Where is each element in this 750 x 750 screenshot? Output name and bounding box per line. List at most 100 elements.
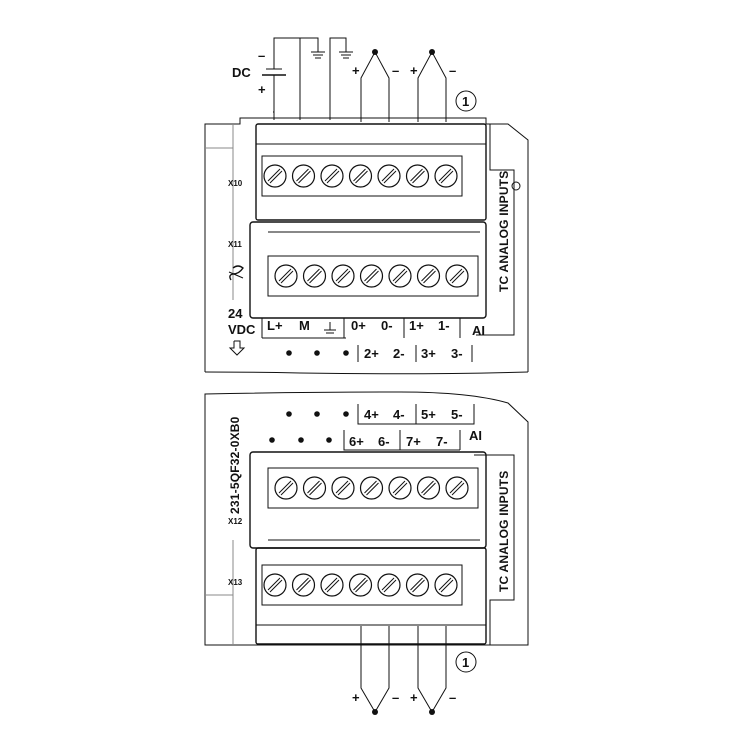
terminal-block-x12 xyxy=(267,467,479,509)
screw-slot xyxy=(366,270,379,284)
terminal-label-x10: X10 xyxy=(228,179,243,188)
screw-x11-7 xyxy=(445,264,469,288)
screw-slot xyxy=(267,577,281,591)
screw-x11-2 xyxy=(302,264,327,288)
label-4-minus: 4- xyxy=(393,407,405,422)
screw-slot xyxy=(296,168,309,182)
screw-slot xyxy=(324,577,338,591)
screw-x12-2 xyxy=(302,476,327,500)
screw-slot xyxy=(392,480,406,494)
callout-circle-top xyxy=(455,90,477,112)
callout-number-top: 1 xyxy=(462,94,469,109)
screw-x10-2 xyxy=(291,164,316,188)
screw-slot xyxy=(280,270,294,284)
tc3-minus: – xyxy=(392,690,399,705)
label-7-plus: 7+ xyxy=(406,434,421,449)
screw-x13-2 xyxy=(291,573,316,597)
screw-terminals xyxy=(263,164,469,597)
connector-x13 xyxy=(255,547,487,645)
tc1-plus: + xyxy=(352,63,360,78)
screw-slot xyxy=(296,577,309,591)
label-6-minus: 6- xyxy=(378,434,390,449)
screw-slot xyxy=(335,480,349,494)
screw-slot xyxy=(412,579,425,593)
thermocouple-bottom-2 xyxy=(417,626,447,715)
screw-slot xyxy=(337,482,351,496)
screw-slot xyxy=(392,268,406,282)
screw-slot xyxy=(440,170,454,184)
label-2-minus: 2- xyxy=(393,346,405,361)
screw-slot xyxy=(324,168,338,182)
screw-x10-3 xyxy=(320,164,344,188)
screw-slot xyxy=(449,480,463,494)
bottom-module: 4+ 4- 5+ 5- 6+ 6- 7+ 7- AI 231-5QF32-0XB… xyxy=(204,391,529,646)
arrow-down-icon xyxy=(228,340,246,356)
screw-slot xyxy=(451,482,465,496)
ground-symbol-1 xyxy=(300,37,325,59)
connector-x10 xyxy=(255,123,487,221)
screw-slot xyxy=(364,480,377,494)
tc1-minus: – xyxy=(392,63,399,78)
screw-slot xyxy=(353,577,366,591)
label-6-plus: 6+ xyxy=(349,434,364,449)
screw-slot xyxy=(381,168,395,182)
part-number: 231-5QF32-0XB0 xyxy=(228,416,242,514)
screw-x13-7 xyxy=(434,573,458,597)
screw-slot xyxy=(449,268,463,282)
screw-x13-3 xyxy=(320,573,344,597)
dc-label: DC xyxy=(232,65,251,80)
side-title-top: TC ANALOG INPUTS xyxy=(497,171,511,292)
screw-slot xyxy=(421,480,434,494)
screw-slot xyxy=(438,577,452,591)
label-0-plus: 0+ xyxy=(351,318,366,333)
screw-slot xyxy=(335,268,349,282)
screw-slot xyxy=(383,579,397,593)
screw-x11-5 xyxy=(388,264,412,288)
screw-slot xyxy=(451,270,465,284)
screw-slot xyxy=(267,168,281,182)
label-l-plus: L+ xyxy=(267,318,283,333)
tc4-minus: – xyxy=(449,690,456,705)
callout-circle-bottom xyxy=(455,651,477,673)
screw-slot xyxy=(381,577,395,591)
terminal-label-x13: X13 xyxy=(228,578,243,587)
voltage-vdc: VDC xyxy=(228,322,256,337)
screw-x12-7 xyxy=(445,476,469,500)
screw-x10-4 xyxy=(348,164,373,188)
thermocouple-top-2 xyxy=(417,49,447,122)
screw-slot xyxy=(326,170,340,184)
battery-symbol xyxy=(262,37,301,120)
screw-slot xyxy=(394,482,408,496)
screw-slot xyxy=(298,170,311,184)
top-module: X10 X11 24 VDC TC ANALOG INPUTS AI L+ M … xyxy=(204,117,529,375)
screw-x12-1 xyxy=(274,476,298,500)
tc2-minus: – xyxy=(449,63,456,78)
thermocouple-bottom-1 xyxy=(360,626,390,715)
terminal-label-x12: X12 xyxy=(228,517,243,526)
label-5-plus: 5+ xyxy=(421,407,436,422)
screw-x13-5 xyxy=(377,573,401,597)
screw-slot xyxy=(309,482,322,496)
terminal-label-x11: X11 xyxy=(228,240,242,249)
screw-slot xyxy=(278,268,292,282)
screw-x13-6 xyxy=(405,573,430,597)
dc-plus-sign: + xyxy=(258,82,266,97)
label-m: M xyxy=(299,318,310,333)
screw-x12-4 xyxy=(359,476,384,500)
screw-x11-4 xyxy=(359,264,384,288)
top-wiring: DC – + + – xyxy=(232,37,477,122)
screw-slot xyxy=(309,270,322,284)
screw-slot xyxy=(421,268,434,282)
side-title-bottom: TC ANALOG INPUTS xyxy=(497,471,511,592)
label-3-minus: 3- xyxy=(451,346,463,361)
terminal-block-x10 xyxy=(261,155,463,197)
label-4-plus: 4+ xyxy=(364,407,379,422)
screw-slot xyxy=(438,168,452,182)
tc4-plus: + xyxy=(410,690,418,705)
screw-slot xyxy=(383,170,397,184)
screw-slot xyxy=(326,579,340,593)
callout-number-bottom: 1 xyxy=(462,655,469,670)
label-5-minus: 5- xyxy=(451,407,463,422)
screw-slot xyxy=(353,168,366,182)
